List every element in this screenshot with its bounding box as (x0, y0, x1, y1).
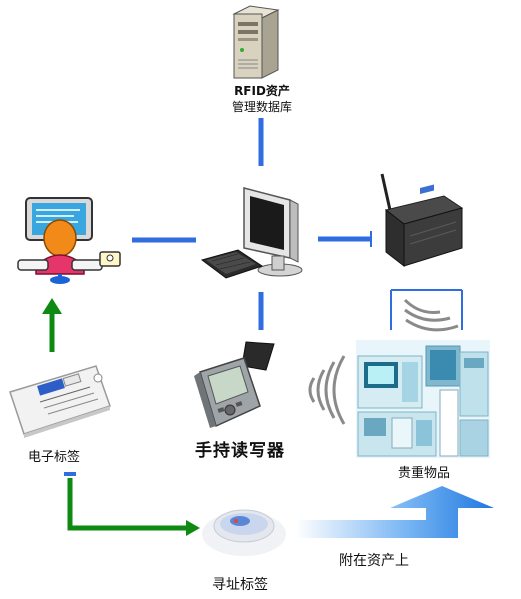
arrow-etag-locator (67, 478, 188, 531)
pc-node (198, 186, 316, 288)
desktop-pc-icon (200, 187, 303, 279)
asset-label: 贵重物品 (397, 466, 450, 481)
fixed-rfid-reader-icon (380, 173, 464, 268)
operator-node (14, 196, 126, 286)
handheld-reader-icon (194, 341, 275, 428)
server-node (228, 4, 284, 82)
arrow-locator-asset (296, 486, 494, 538)
rfid-card-icon (9, 365, 111, 438)
etag-label: 电子标签 (27, 450, 80, 465)
fixed-reader-node (372, 170, 464, 270)
handheld-node (186, 336, 286, 432)
etag-node (4, 362, 114, 440)
server-label-line2: 管理数据库 (231, 100, 292, 114)
locator-label: 寻址标签 (212, 577, 268, 593)
handheld-waves (308, 355, 346, 425)
server-label-line1: RFID资产 (234, 84, 290, 98)
attach-label: 附在资产上 (339, 553, 409, 569)
locator-node (198, 496, 290, 562)
asset-node (356, 340, 490, 458)
server-tower-icon (232, 5, 280, 79)
locator-tag-icon (202, 509, 286, 556)
operator-at-computer-icon (17, 197, 121, 284)
fixed-reader-waves (403, 298, 459, 332)
handheld-label: 手持读写器 (195, 441, 285, 461)
lab-equipment-icon (356, 340, 490, 458)
